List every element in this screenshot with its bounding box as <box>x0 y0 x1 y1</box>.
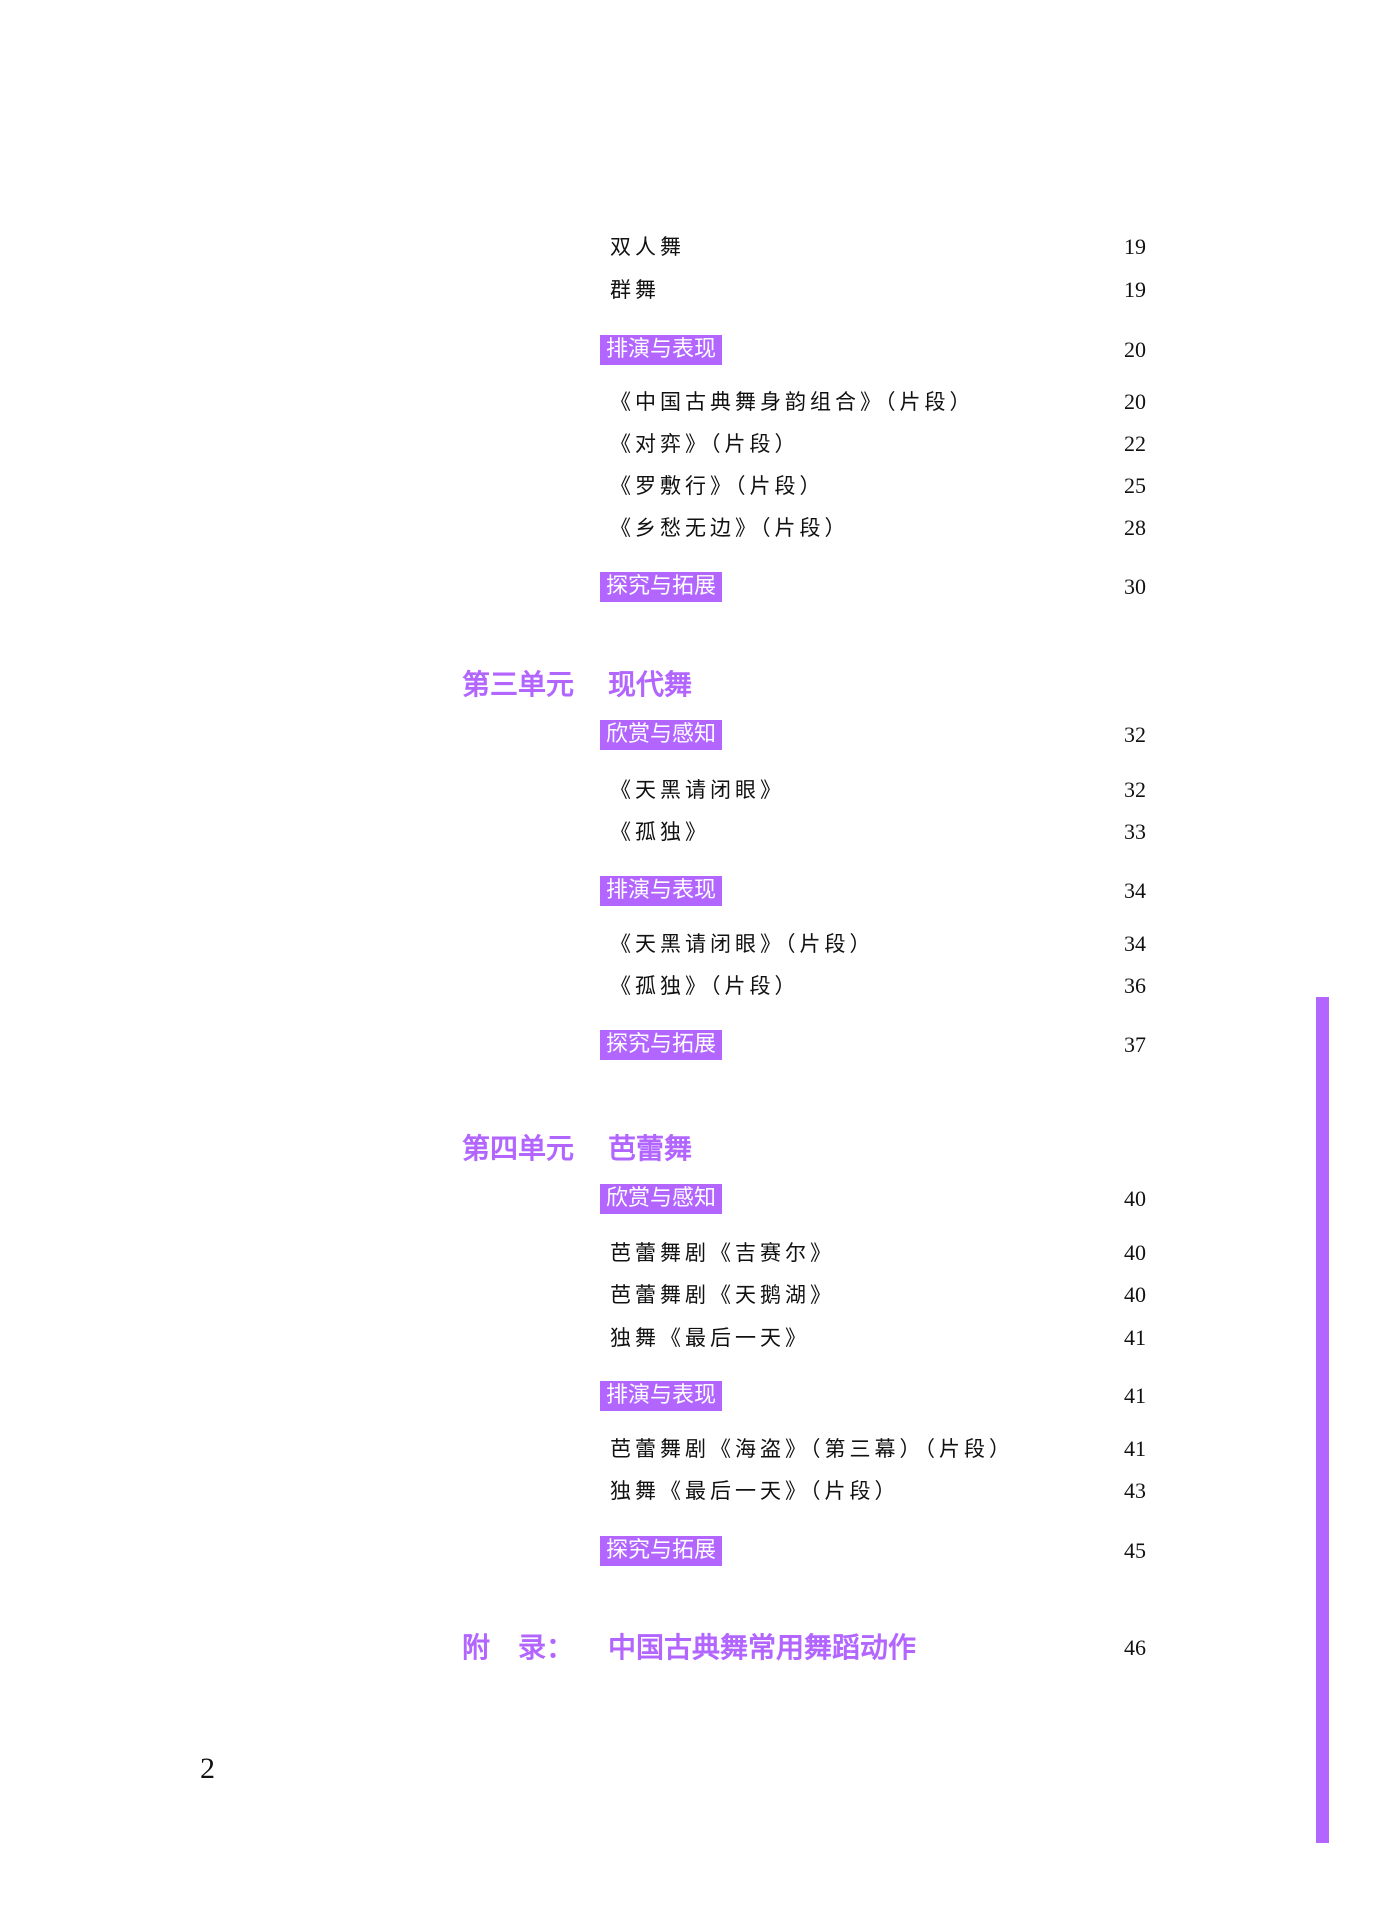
toc-entry[interactable]: 独舞《最后一天》（片段） 43 <box>0 1474 1394 1508</box>
entry-page: 22 <box>1124 431 1146 456</box>
appendix-page-row: 46 <box>0 1631 1394 1665</box>
unit-number: 第四单元 <box>462 1132 575 1165</box>
entry-title: 《罗敷行》（片段） <box>610 474 825 498</box>
section-badge: 欣赏与感知 <box>600 1184 723 1214</box>
toc-entry[interactable]: 《乡愁无边》（片段） 28 <box>0 511 1394 545</box>
entry-page: 30 <box>1124 574 1146 599</box>
entry-page: 20 <box>1124 389 1146 414</box>
toc-entry[interactable]: 芭蕾舞剧《海盗》（第三幕）（片段） 41 <box>0 1432 1394 1466</box>
unit-heading[interactable]: 第四单元 芭蕾舞 <box>462 1129 692 1169</box>
toc-entry[interactable]: 《天黑请闭眼》 32 <box>0 773 1394 807</box>
entry-title: 芭蕾舞剧《吉赛尔》 <box>610 1241 835 1265</box>
section-explore[interactable]: 探究与拓展 30 <box>0 570 1394 604</box>
entry-page: 32 <box>1124 777 1146 802</box>
entry-page: 40 <box>1124 1186 1146 1211</box>
toc-entry[interactable]: 《孤独》（片段） 36 <box>0 969 1394 1003</box>
toc-entry[interactable]: 《对弈》（片段） 22 <box>0 427 1394 461</box>
section-badge: 探究与拓展 <box>600 1536 723 1566</box>
section-badge: 排演与表现 <box>600 876 723 906</box>
section-explore[interactable]: 探究与拓展 37 <box>0 1028 1394 1062</box>
section-badge: 排演与表现 <box>600 1381 723 1411</box>
toc-entry[interactable]: 《中国古典舞身韵组合》（片段） 20 <box>0 385 1394 419</box>
section-explore[interactable]: 探究与拓展 45 <box>0 1534 1394 1568</box>
entry-title: 《中国古典舞身韵组合》（片段） <box>610 390 975 414</box>
decorative-side-bar <box>1316 997 1329 1843</box>
section-appreciate[interactable]: 欣赏与感知 40 <box>0 1182 1394 1216</box>
unit-title: 芭蕾舞 <box>608 1132 693 1165</box>
section-rehearse[interactable]: 排演与表现 41 <box>0 1379 1394 1413</box>
entry-title: 《孤独》 <box>610 820 710 844</box>
entry-title: 芭蕾舞剧《天鹅湖》 <box>610 1283 835 1307</box>
entry-page: 41 <box>1124 1436 1146 1461</box>
section-rehearse[interactable]: 排演与表现 20 <box>0 333 1394 367</box>
entry-title: 独舞《最后一天》（片段） <box>610 1479 900 1503</box>
entry-title: 独舞《最后一天》 <box>610 1326 810 1350</box>
entry-page: 36 <box>1124 973 1146 998</box>
entry-title: 《对弈》（片段） <box>610 432 800 456</box>
toc-entry[interactable]: 独舞《最后一天》 41 <box>0 1321 1394 1355</box>
section-badge: 探究与拓展 <box>600 1030 723 1060</box>
entry-page: 40 <box>1124 1282 1146 1307</box>
entry-page: 20 <box>1124 337 1146 362</box>
entry-page: 41 <box>1124 1325 1146 1350</box>
section-badge: 欣赏与感知 <box>600 720 723 750</box>
entry-page: 25 <box>1124 473 1146 498</box>
entry-page: 43 <box>1124 1478 1146 1503</box>
appendix-label: 附 录： <box>462 1631 575 1664</box>
section-badge: 排演与表现 <box>600 335 723 365</box>
section-rehearse[interactable]: 排演与表现 34 <box>0 874 1394 908</box>
unit-heading[interactable]: 第三单元 现代舞 <box>462 665 692 705</box>
toc-entry[interactable]: 《天黑请闭眼》（片段） 34 <box>0 927 1394 961</box>
toc-entry[interactable]: 双人舞 19 <box>0 230 1394 264</box>
entry-title: 《乡愁无边》（片段） <box>610 516 850 540</box>
entry-page: 19 <box>1124 277 1146 302</box>
entry-page: 28 <box>1124 515 1146 540</box>
entry-page: 33 <box>1124 819 1146 844</box>
entry-title: 《天黑请闭眼》 <box>610 778 785 802</box>
entry-title: 《天黑请闭眼》（片段） <box>610 932 875 956</box>
entry-page: 45 <box>1124 1538 1146 1563</box>
section-badge: 探究与拓展 <box>600 572 723 602</box>
toc-entry[interactable]: 《罗敷行》（片段） 25 <box>0 469 1394 503</box>
entry-title: 《孤独》（片段） <box>610 974 800 998</box>
entry-page: 19 <box>1124 234 1146 259</box>
toc-entry[interactable]: 群舞 19 <box>0 273 1394 307</box>
section-appreciate[interactable]: 欣赏与感知 32 <box>0 718 1394 752</box>
entry-page: 32 <box>1124 722 1146 747</box>
page-number: 2 <box>200 1752 215 1785</box>
entry-page: 37 <box>1124 1032 1146 1057</box>
appendix-heading[interactable]: 附 录： 中国古典舞常用舞蹈动作 <box>462 1628 1362 1668</box>
entry-title: 群舞 <box>610 278 660 302</box>
unit-number: 第三单元 <box>462 668 575 701</box>
entry-page: 41 <box>1124 1383 1146 1408</box>
toc-entry[interactable]: 芭蕾舞剧《吉赛尔》 40 <box>0 1236 1394 1270</box>
toc-entry[interactable]: 芭蕾舞剧《天鹅湖》 40 <box>0 1278 1394 1312</box>
entry-title: 芭蕾舞剧《海盗》（第三幕）（片段） <box>610 1437 1014 1461</box>
entry-page: 34 <box>1124 878 1146 903</box>
appendix-title: 中国古典舞常用舞蹈动作 <box>608 1631 917 1664</box>
entry-page: 34 <box>1124 931 1146 956</box>
entry-title: 双人舞 <box>610 235 685 259</box>
entry-page: 40 <box>1124 1240 1146 1265</box>
toc-entry[interactable]: 《孤独》 33 <box>0 815 1394 849</box>
unit-title: 现代舞 <box>608 668 693 701</box>
entry-page: 46 <box>1124 1635 1146 1660</box>
